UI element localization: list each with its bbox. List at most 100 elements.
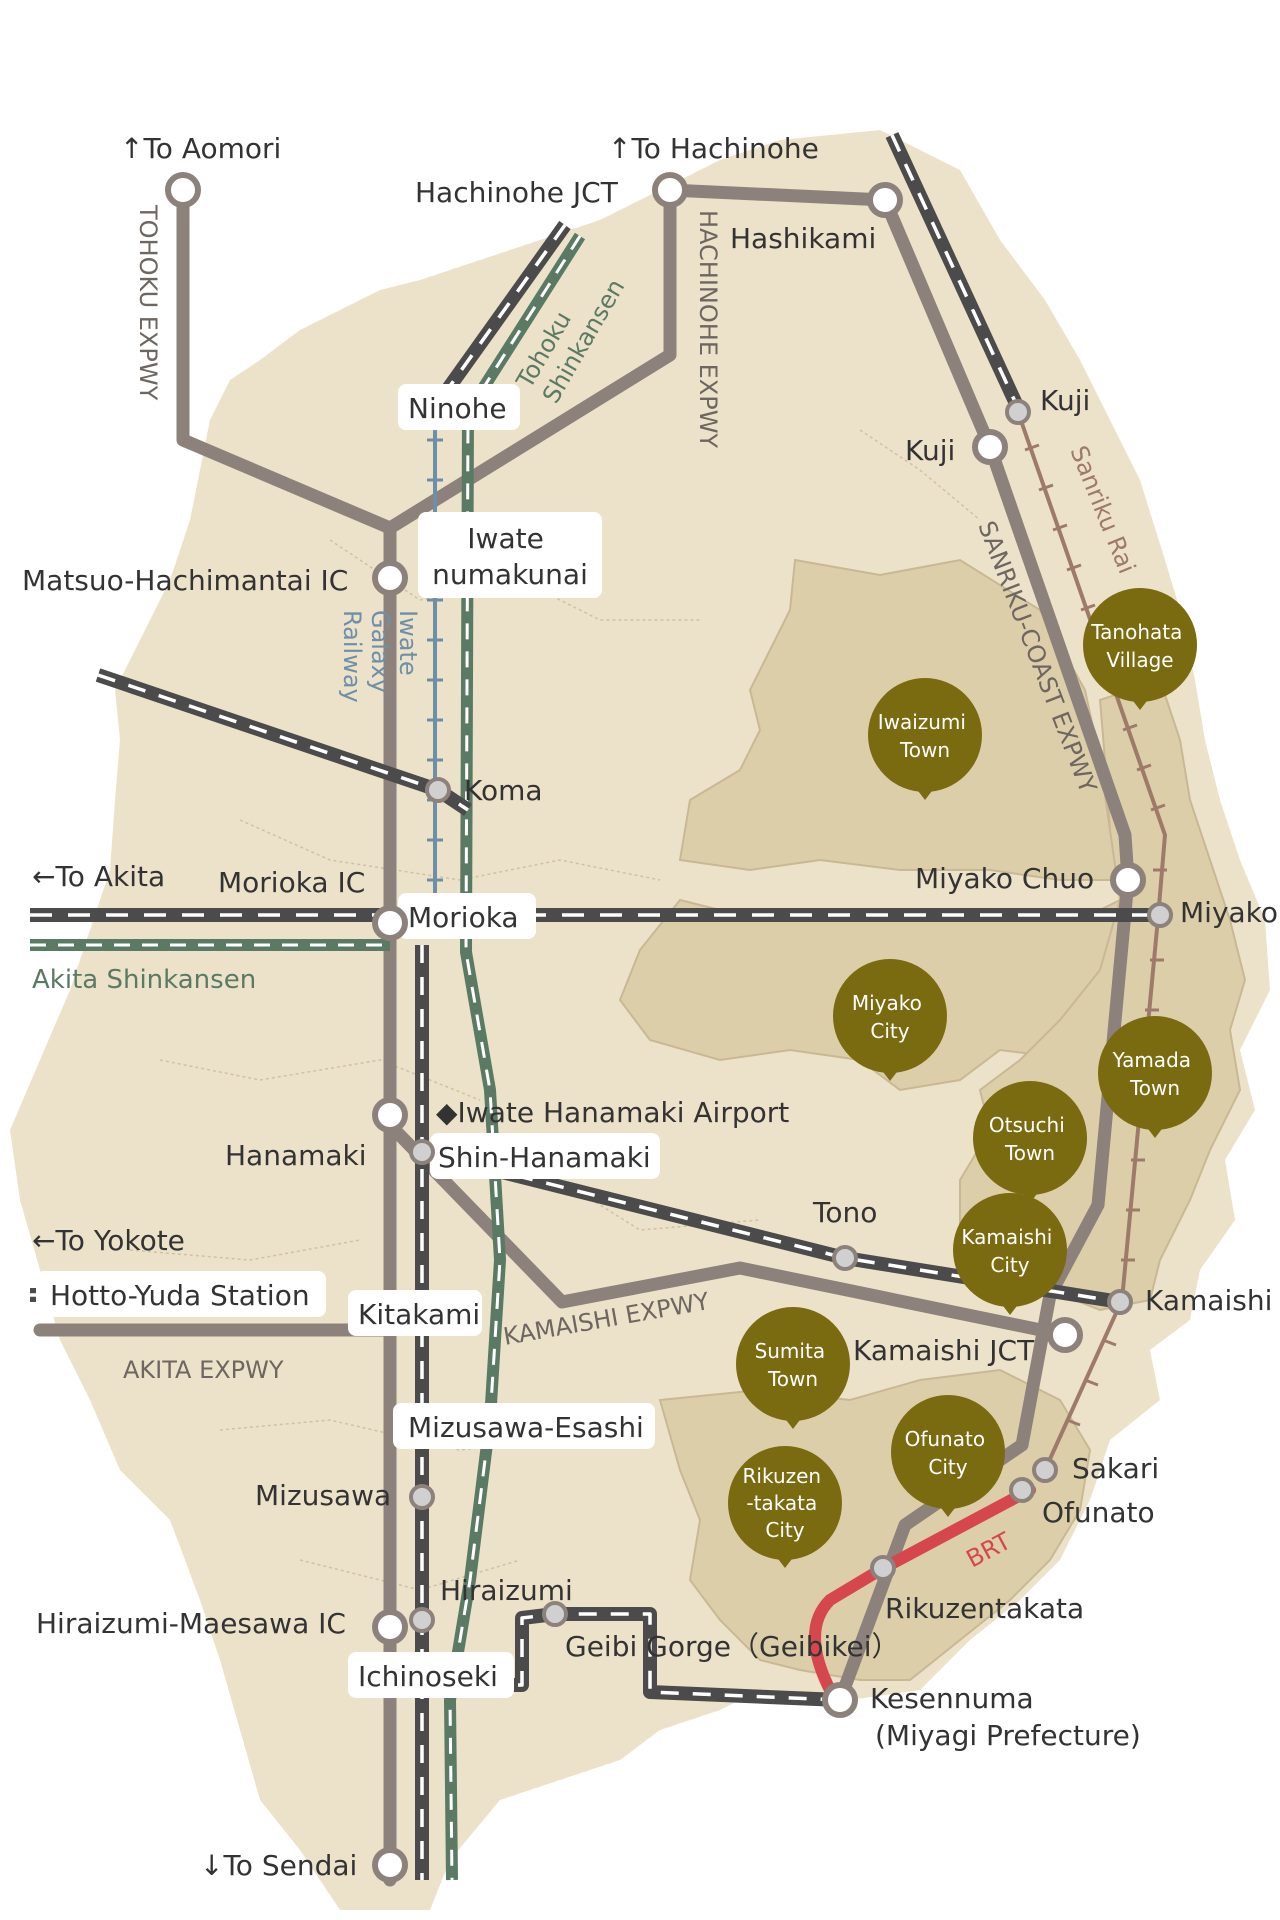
- pin-ofunato-city: Ofunato City: [891, 1395, 1005, 1517]
- ofunato-city-pin-tail: [935, 1500, 961, 1517]
- rail-ninohe-north-dash: [438, 223, 567, 402]
- rikuzentakata-city-pin-label-line2: -takata: [746, 1491, 817, 1515]
- brt-line: [809, 1484, 1036, 1696]
- iwaizumi-town-pin-tail: [912, 783, 938, 800]
- iwaizumi-town-pin-label-line2: Town: [899, 738, 950, 762]
- hashikami-label: Hashikami: [730, 222, 876, 255]
- hiraizumi-station-marker: [409, 1607, 435, 1633]
- tanohata-village-pin-label-line1: Tanohata: [1090, 620, 1182, 644]
- ichinoseki-badge: [348, 1652, 514, 1698]
- pin-miyako-city: Miyako City: [833, 959, 947, 1081]
- mizusawa-esashi-badge: [393, 1403, 655, 1449]
- mizusawa-esashi-label: Mizusawa-Esashi: [408, 1411, 644, 1444]
- miyako-city-pin-head: [833, 959, 947, 1073]
- miyako-station-marker: [1147, 902, 1173, 928]
- morioka-label: Morioka: [408, 901, 519, 934]
- kuji-station-marker: [1005, 399, 1031, 425]
- miyako-city-pin-tail: [877, 1064, 903, 1081]
- shin-hanamaki-label: Shin-Hanamaki: [438, 1141, 651, 1174]
- kamaishi-city-pin-label-line2: City: [990, 1253, 1029, 1277]
- kamaishi-city-pin-head: [953, 1193, 1067, 1307]
- otsuchi-town-pin-label-line2: Town: [1004, 1141, 1055, 1165]
- sumita-town-pin-label-line1: Sumita: [755, 1339, 826, 1363]
- hiraizumi-maesawa-ic-label: Hiraizumi-Maesawa IC: [36, 1607, 346, 1640]
- rikuzentakata-label: Rikuzentakata: [885, 1592, 1084, 1625]
- otsuchi-town-pin-head: [973, 1081, 1087, 1195]
- ninohe-label: Ninohe: [408, 392, 507, 425]
- iwate-numakunai-label: Iwate numakunai: [432, 522, 588, 591]
- sumita-town-pin-head: [736, 1307, 850, 1421]
- aomori-end-marker: [165, 172, 201, 208]
- iwaizumi-town-pin-label-line1: Iwaizumi: [878, 710, 966, 734]
- hiraizumi-maesawa-ic-marker: [372, 1609, 408, 1645]
- tanohata-village-pin-tail: [1127, 693, 1153, 710]
- kitakami-badge: [348, 1290, 482, 1336]
- geibi-gorge-station-marker: [542, 1601, 568, 1627]
- kamaishi-jct-marker: [1047, 1317, 1083, 1353]
- otsuchi-town-pin-tail: [1017, 1186, 1043, 1203]
- kamaishi-station-marker: [1107, 1289, 1133, 1315]
- sendai-end-marker: [372, 1847, 408, 1883]
- pin-sumita-town: Sumita Town: [736, 1307, 850, 1429]
- miyako-city-pin-label-line2: City: [870, 1019, 909, 1043]
- hashikami-marker: [867, 182, 903, 218]
- shin-hanamaki-station-marker: [409, 1139, 435, 1165]
- yamada-town-pin-tail: [1142, 1121, 1168, 1138]
- otsuchi-town-pin-label-line1: Otsuchi: [989, 1113, 1065, 1137]
- kamaishi-city-pin-label-line1: Kamaishi: [961, 1225, 1052, 1249]
- pin-rikuzentakata-city: Rikuzen -takata City: [728, 1446, 842, 1568]
- sumita-town-pin-label: Sumita Town: [755, 1339, 832, 1391]
- sumita-town-pin-label-line2: Town: [767, 1367, 818, 1391]
- hanamaki-label: Hanamaki: [225, 1139, 367, 1172]
- rikuzentakata-station-marker: [870, 1555, 896, 1581]
- akita-expwy-label: AKITA EXPWY: [123, 1356, 284, 1384]
- sumita-town-pin-tail: [780, 1412, 806, 1429]
- kesennuma-marker: [822, 1682, 858, 1718]
- ofunato-city-pin-label-line1: Ofunato: [905, 1427, 985, 1451]
- yamada-town-pin-label-line1: Yamada: [1112, 1048, 1191, 1072]
- kuji-station-label: Kuji: [1040, 384, 1090, 417]
- miyako-station-label: Miyako: [1180, 896, 1278, 929]
- koma-station-marker: [425, 777, 451, 803]
- hanamaki-ic-marker: [372, 1097, 408, 1133]
- kuji-ic-marker: [972, 429, 1008, 465]
- kuji-ic-label: Kuji: [905, 434, 955, 467]
- sakari-station-marker: [1032, 1457, 1058, 1483]
- brt-route: [809, 1484, 1036, 1696]
- iwate-galaxy-railway-label-line3: Railway: [338, 610, 366, 703]
- pin-iwaizumi-town: Iwaizumi Town: [868, 678, 982, 800]
- yamada-town-pin-label: Yamada Town: [1112, 1048, 1198, 1100]
- hotto-yuda-label: Hotto-Yuda Station: [50, 1279, 310, 1312]
- mizusawa-label: Mizusawa: [255, 1479, 391, 1512]
- matsuo-hachimantai-ic-marker: [372, 560, 408, 596]
- interchange-markers: [165, 172, 1146, 1883]
- kamaishi-city-pin-label: Kamaishi City: [961, 1225, 1058, 1277]
- mizusawa-station-marker: [409, 1484, 435, 1510]
- to-sendai-label: ↓To Sendai: [200, 1849, 357, 1882]
- hashikami-link: [663, 183, 892, 207]
- geibi-gorge-label: Geibi Gorge（Geibikei）: [565, 1630, 899, 1663]
- iwate-galaxy-railway-label-line2: Galaxy: [366, 610, 394, 693]
- hachinohe-expwy: [383, 183, 677, 535]
- iwate-hanamaki-airport-label: ◆Iwate Hanamaki Airport: [436, 1096, 789, 1129]
- tono-station-marker: [832, 1245, 858, 1271]
- hiraizumi-label: Hiraizumi: [440, 1574, 573, 1607]
- yamada-town-pin-label-line2: Town: [1129, 1076, 1180, 1100]
- station-badges: [36, 384, 660, 1698]
- sakari-label: Sakari: [1072, 1452, 1159, 1485]
- morioka-badge: [398, 893, 536, 939]
- ninohe-badge: [398, 384, 520, 430]
- kesennuma-prefecture-label: (Miyagi Prefecture): [875, 1719, 1141, 1752]
- tanohata-village-pin-head: [1083, 588, 1197, 702]
- pin-kamaishi-city: Kamaishi City: [953, 1193, 1067, 1315]
- iwate-galaxy-railway-label: Iwate Galaxy Railway: [338, 610, 422, 703]
- ofunato-station-marker: [1009, 1477, 1035, 1503]
- kamaishi-expwy: [383, 1118, 1072, 1342]
- koma-label: Koma: [464, 774, 543, 807]
- hachinohe-jct-marker: [652, 172, 688, 208]
- iwate-galaxy-railway-label-line1: Iwate: [394, 610, 422, 676]
- ichinoseki-label: Ichinoseki: [358, 1660, 498, 1693]
- tohoku-expwy: [176, 183, 397, 1887]
- ofunato-city-pin-label: Ofunato City: [905, 1427, 992, 1479]
